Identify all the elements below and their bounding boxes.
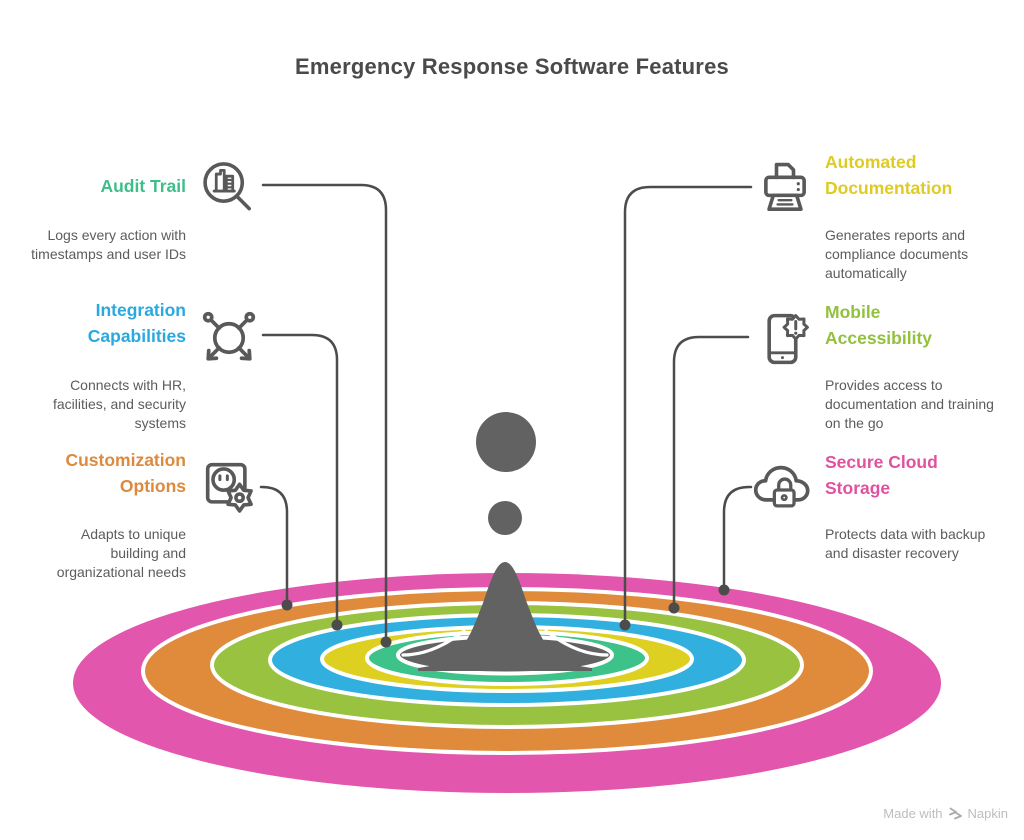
feature-title-audit-trail: Audit Trail — [100, 176, 186, 196]
connector-lines — [259, 183, 753, 644]
feature-title-integration-capabilities: Integration Capabilities — [87, 300, 186, 346]
connector-dot-secure-cloud — [718, 584, 730, 596]
napkin-logo-icon — [948, 807, 962, 820]
connector-automated-documentation — [623, 185, 753, 627]
cloud-lock-icon — [747, 455, 817, 525]
connector-audit-trail — [261, 183, 388, 644]
page-title: Emergency Response Software Features — [295, 54, 729, 79]
feature-title-secure-cloud-storage: Secure Cloud Storage — [825, 452, 938, 498]
watermark-text: Made with — [883, 806, 943, 821]
watermark: Made with Napkin — [883, 806, 1008, 821]
splash-highlight-right — [544, 629, 609, 657]
feature-desc-integration-capabilities: Connects with HR, facilities, and securi… — [52, 377, 186, 431]
feature-desc-customization-options: Adapts to unique building and organizati… — [56, 526, 186, 580]
printer-icon — [751, 155, 819, 223]
feature-desc-secure-cloud-storage: Protects data with backup and disaster r… — [825, 526, 986, 561]
splash-droplet-large — [476, 412, 536, 472]
connector-dot-customization — [281, 599, 293, 611]
feature-desc-audit-trail: Logs every action with timestamps and us… — [31, 227, 186, 262]
connector-dots — [281, 584, 730, 648]
water-splash — [396, 412, 614, 676]
feature-title-mobile-accessibility: Mobile Accessibility — [825, 302, 932, 348]
panel-gear-icon — [196, 453, 264, 521]
connector-dot-audit-trail — [380, 636, 392, 648]
feature-desc-automated-documentation: Generates reports and compliance documen… — [825, 227, 969, 281]
connector-integration — [261, 333, 339, 627]
network-nodes-icon — [194, 303, 264, 373]
smartphone-alert-icon — [749, 305, 817, 373]
splash-column — [418, 562, 592, 671]
connector-customization — [259, 485, 289, 607]
feature-title-customization-options: Customization Options — [65, 450, 186, 496]
connector-dot-mobile-accessibility — [668, 602, 680, 614]
connector-dot-automated-documentation — [619, 619, 631, 631]
splash-droplet-small — [488, 501, 522, 535]
feature-desc-mobile-accessibility: Provides access to documentation and tra… — [825, 377, 994, 431]
magnifier-document-icon — [195, 156, 263, 224]
connector-dot-integration — [331, 619, 343, 631]
connector-mobile-accessibility — [672, 335, 750, 610]
watermark-brand: Napkin — [967, 806, 1008, 821]
connector-secure-cloud — [722, 485, 753, 592]
feature-title-automated-documentation: Automated Documentation — [825, 152, 953, 198]
splash-highlight-left — [401, 629, 466, 657]
